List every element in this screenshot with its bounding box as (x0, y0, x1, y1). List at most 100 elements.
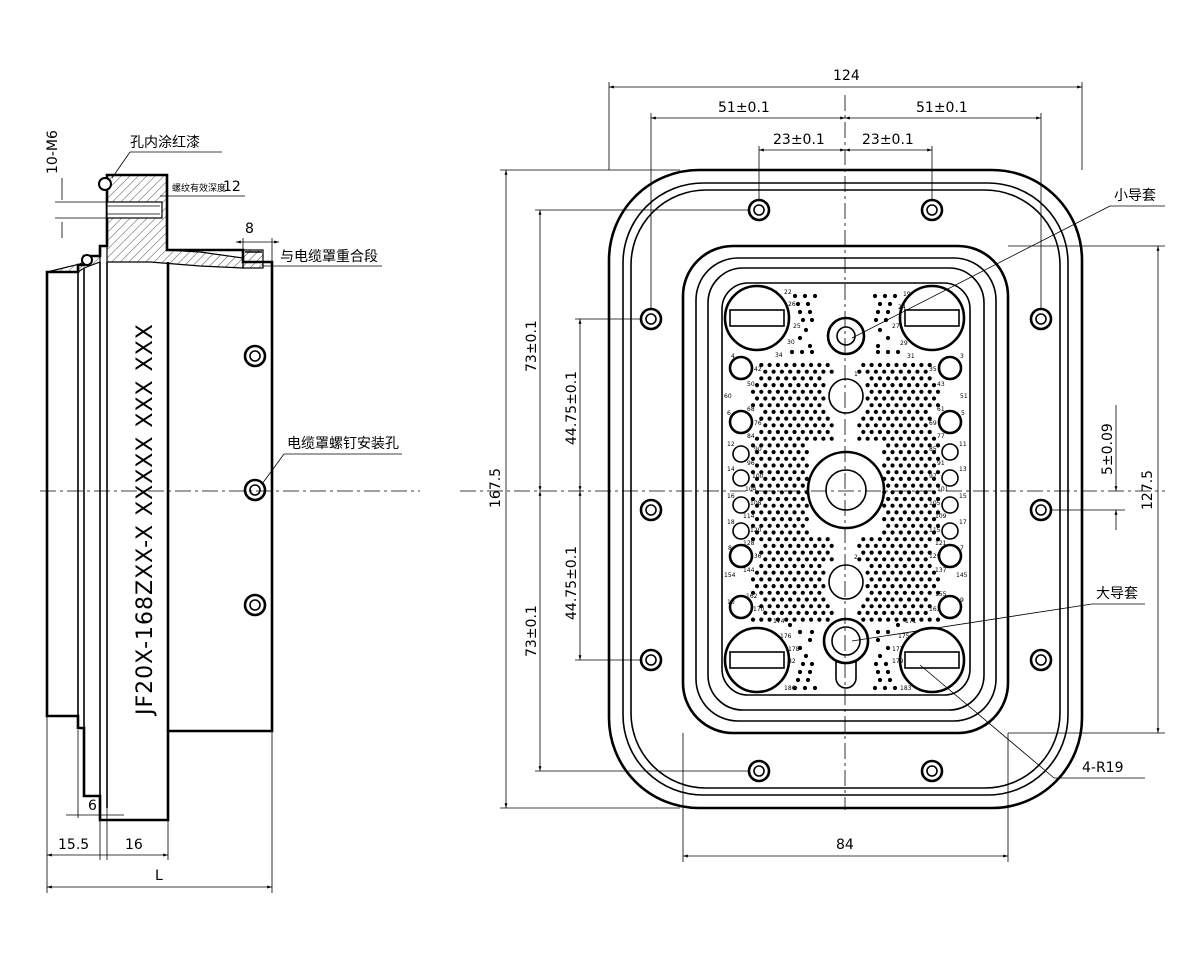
pin-contact (779, 584, 785, 589)
thread-depth-value: 12 (223, 179, 241, 195)
pin-contact (882, 490, 887, 495)
pin-contact (825, 537, 830, 542)
pin-contact (775, 510, 781, 515)
pin-contact (784, 577, 789, 582)
pin-contact (813, 543, 818, 549)
pin-contact (792, 523, 797, 528)
pin-contact (911, 617, 916, 622)
pin-contact (875, 309, 881, 315)
pin-contact (750, 510, 756, 515)
pin-contact (902, 456, 907, 461)
overlap-dim: 8 (245, 221, 254, 237)
pin-contact (754, 436, 760, 441)
pin-contact (804, 476, 809, 481)
pin-contact (907, 570, 912, 575)
pin-number-label: 24 (898, 304, 906, 311)
pin-contact (796, 610, 801, 616)
pin-contact (767, 389, 772, 394)
pin-contact (885, 335, 891, 341)
corner-boss-top-left (723, 284, 791, 352)
pin-contact (865, 436, 870, 441)
pin-contact (759, 577, 764, 582)
pin-contact (784, 416, 789, 421)
pin-contact (873, 570, 879, 575)
pin-contact (873, 557, 879, 562)
pin-number-label: 13 (959, 466, 967, 473)
pin-contact (784, 604, 789, 609)
pin-contact (882, 463, 887, 468)
pin-number-label: 101 (937, 486, 949, 493)
pin-contact (885, 669, 891, 675)
pin-contact (882, 584, 887, 589)
pin-contact (898, 530, 903, 535)
pin-contact (817, 403, 822, 408)
pin-contact (809, 429, 814, 435)
pin-contact (877, 617, 883, 622)
pin-contact (784, 456, 789, 461)
pin-contact (787, 622, 793, 628)
pin-contact (894, 389, 899, 394)
pin-contact (763, 610, 768, 616)
pin-contact (788, 423, 793, 428)
pin-contact (775, 577, 781, 582)
pin-contact (779, 409, 785, 414)
pin-contact (898, 597, 903, 602)
dim-73-bottom: 73±0.1 (524, 605, 540, 657)
pin-contact (873, 597, 879, 602)
pin-contact (894, 604, 899, 609)
pin-contact (797, 629, 803, 635)
pin-number-label: 25 (793, 323, 801, 330)
pin-contact (923, 396, 928, 401)
pin-contact (882, 476, 887, 481)
pin-contact (800, 537, 805, 542)
pin-contact (821, 610, 826, 616)
pin-contact (919, 563, 924, 569)
pin-contact (775, 362, 781, 368)
pin-contact (759, 376, 764, 381)
pin-contact (915, 369, 920, 374)
pin-contact (882, 383, 887, 388)
pin-contact (915, 436, 920, 441)
pin-number-label: 120 (750, 527, 762, 534)
pin-contact (907, 543, 912, 549)
pin-contact (792, 617, 797, 622)
pin-contact (784, 389, 789, 394)
pin-contact (779, 543, 785, 549)
pin-contact (927, 590, 932, 595)
pin-contact (875, 637, 881, 643)
pin-contact (750, 389, 756, 394)
pin-contact (877, 327, 883, 333)
pin-number-label: 22 (784, 289, 792, 296)
flange-outer (607, 168, 1084, 810)
pin-contact (804, 543, 809, 549)
pin-contact (795, 677, 801, 683)
mounting-hole (639, 648, 663, 672)
mounting-hole (1029, 648, 1053, 672)
pin-number-label: 9 (960, 597, 964, 604)
pin-contact (821, 584, 826, 589)
pin-number-label: 136 (750, 553, 762, 560)
pin-contact (869, 429, 874, 435)
pin-contact (935, 577, 941, 582)
pin-contact (927, 362, 932, 368)
pin-contact (759, 510, 764, 515)
pin-contact (911, 443, 916, 448)
pin-contact (763, 570, 768, 575)
pin-contact (775, 550, 781, 555)
pin-number-label: 84 (747, 433, 755, 440)
pin-contact (935, 389, 941, 394)
pin-number-label: 4 (731, 353, 735, 360)
pin-number-label: 42 (754, 366, 762, 373)
pin-contact (931, 503, 937, 508)
pin-contact (894, 577, 899, 582)
pin-contact (882, 396, 887, 401)
mounting-hole (1029, 498, 1053, 522)
side-contacts-left (728, 355, 754, 620)
pin-contact (882, 597, 887, 602)
pin-contact (890, 463, 895, 468)
pin-number-label: 105 (929, 500, 941, 507)
pin-contact (796, 570, 801, 575)
pin-contact (817, 563, 822, 569)
pin-contact (775, 456, 781, 461)
